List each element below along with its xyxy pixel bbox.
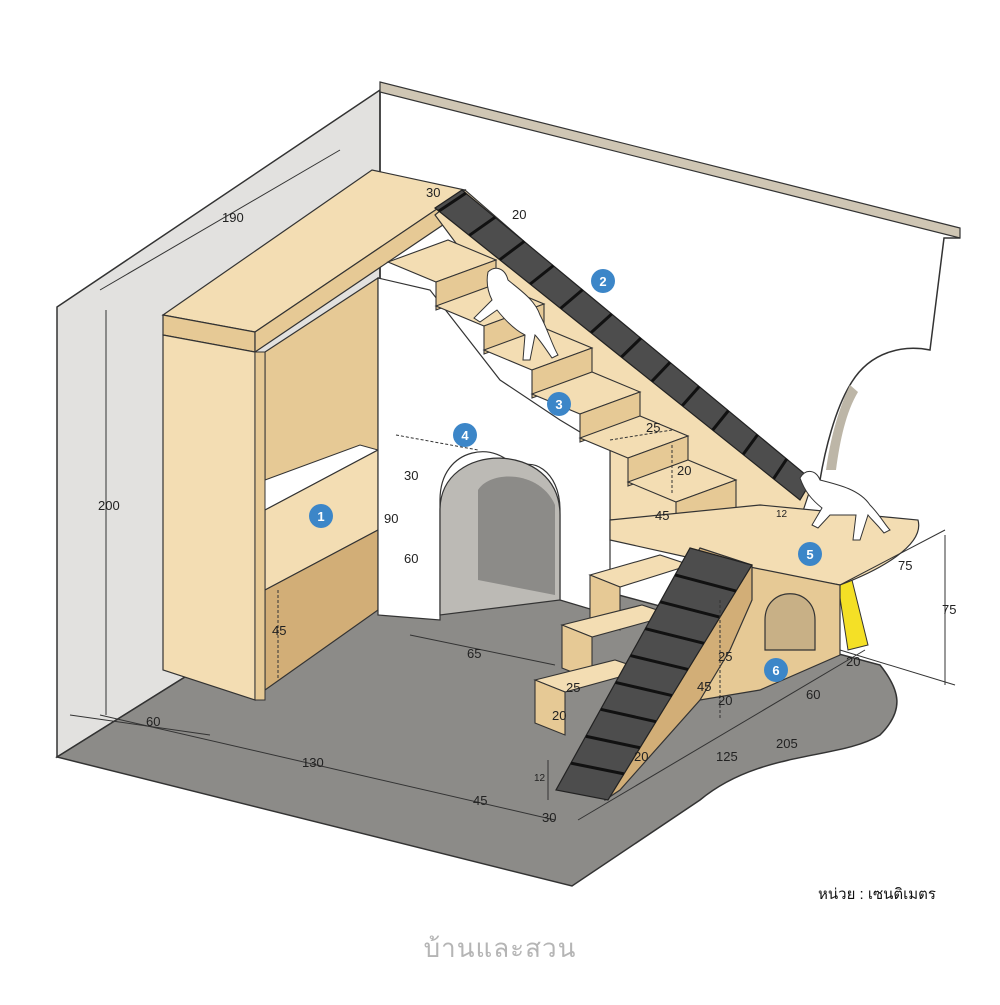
- badge-6: 6: [764, 658, 788, 682]
- upper-ramp-rung: [438, 191, 467, 213]
- dim-ramp-width: 20: [512, 207, 526, 222]
- upper-ramp-rung: [620, 336, 643, 359]
- dim-lower-total: 45: [697, 679, 711, 694]
- dim-top-step: 30: [426, 185, 440, 200]
- dimension-labels: 190 30 20 200 25 20 45 12 30 90 60 65 45…: [98, 185, 956, 825]
- badge-3: 3: [547, 392, 571, 416]
- dim-ramp-base-width: 20: [634, 749, 648, 764]
- dimension-lines: [69, 149, 956, 821]
- dim-top-length: 190: [222, 210, 244, 225]
- upper-ramp-rung: [529, 264, 555, 286]
- dim-bench-height: 45: [272, 623, 286, 638]
- cabinet-side: [162, 334, 256, 701]
- dim-floor-seg-45: 45: [473, 793, 487, 808]
- dim-low-step-depth: 25: [566, 680, 580, 695]
- dim-platform-height: 75: [942, 602, 956, 617]
- brand-logo: บ้านและสวน: [423, 934, 577, 964]
- dim-arch-total: 90: [384, 511, 398, 526]
- dim-arch-width: 65: [467, 646, 481, 661]
- dim-step-depth: 25: [646, 420, 660, 435]
- lower-box-arch: [764, 593, 816, 651]
- badge-5: 5: [798, 542, 822, 566]
- dim-floor-seg-30: 30: [542, 810, 556, 825]
- upper-ramp-rung: [772, 458, 789, 480]
- lower-stair-steps: [533, 554, 692, 736]
- svg-text:4: 4: [461, 428, 469, 443]
- cat-on-stairs: [473, 267, 559, 361]
- badge-2: 2: [591, 269, 615, 293]
- dim-right-125: 125: [716, 749, 738, 764]
- lower-step-riser: [534, 679, 566, 736]
- dim-lower-rise-b: 20: [718, 693, 732, 708]
- dim-landing-edge: 12: [776, 509, 788, 520]
- dim-wall-height: 200: [98, 498, 120, 513]
- lower-ramp-rung: [585, 734, 641, 750]
- upper-ramp-rungs: [438, 191, 789, 480]
- lower-ramp-rung: [644, 627, 705, 645]
- cat-on-platform: [799, 471, 891, 541]
- dim-arch-opening: 60: [404, 551, 418, 566]
- svg-text:5: 5: [806, 547, 813, 562]
- upper-ramp-rung: [711, 409, 730, 431]
- lower-ramp-rung: [674, 573, 737, 593]
- upper-ramp-rung: [468, 215, 497, 237]
- lower-ramp-rung: [600, 707, 657, 724]
- dim-floor-length: 130: [302, 755, 324, 770]
- upper-ramp-rung: [681, 385, 701, 407]
- unit-note: หน่วย : เซนติเมตร: [818, 886, 936, 903]
- svg-text:6: 6: [772, 663, 779, 678]
- upper-ramp-rung: [498, 240, 526, 261]
- upper-ramp-rung: [741, 433, 759, 456]
- dim-right-205: 205: [776, 736, 798, 751]
- dim-lower-rise-a: 25: [718, 649, 732, 664]
- badge-1: 1: [309, 504, 333, 528]
- lower-ramp-rung: [630, 654, 689, 671]
- dim-right-60: 60: [806, 687, 820, 702]
- lower-ramp-rung: [570, 761, 625, 776]
- dim-floor-depth: 60: [146, 714, 160, 729]
- lower-ramp-rungs: [570, 573, 737, 776]
- svg-text:2: 2: [599, 274, 606, 289]
- dim-platform-depth: 75: [898, 558, 912, 573]
- support-yellow: [837, 579, 869, 651]
- svg-text:1: 1: [317, 509, 324, 524]
- svg-text:3: 3: [555, 397, 562, 412]
- dim-arch-top: 30: [404, 468, 418, 483]
- dim-ramp-edge: 12: [534, 773, 546, 784]
- dim-landing: 45: [655, 508, 669, 523]
- upper-ramp-rung: [559, 288, 584, 310]
- dim-right-20: 20: [846, 654, 860, 669]
- module-badges: 1 2 3 4 5 6: [309, 269, 822, 682]
- dim-step-rise: 20: [677, 463, 691, 478]
- badge-4: 4: [453, 423, 477, 447]
- back-wall-cut-edge: [819, 237, 960, 481]
- lower-ramp-rung: [659, 600, 721, 619]
- upper-ramp-rung: [650, 361, 672, 383]
- upper-ramp-rung: [590, 312, 613, 334]
- dim-low-step-rise: 20: [552, 708, 566, 723]
- lower-ramp-rung: [615, 680, 673, 698]
